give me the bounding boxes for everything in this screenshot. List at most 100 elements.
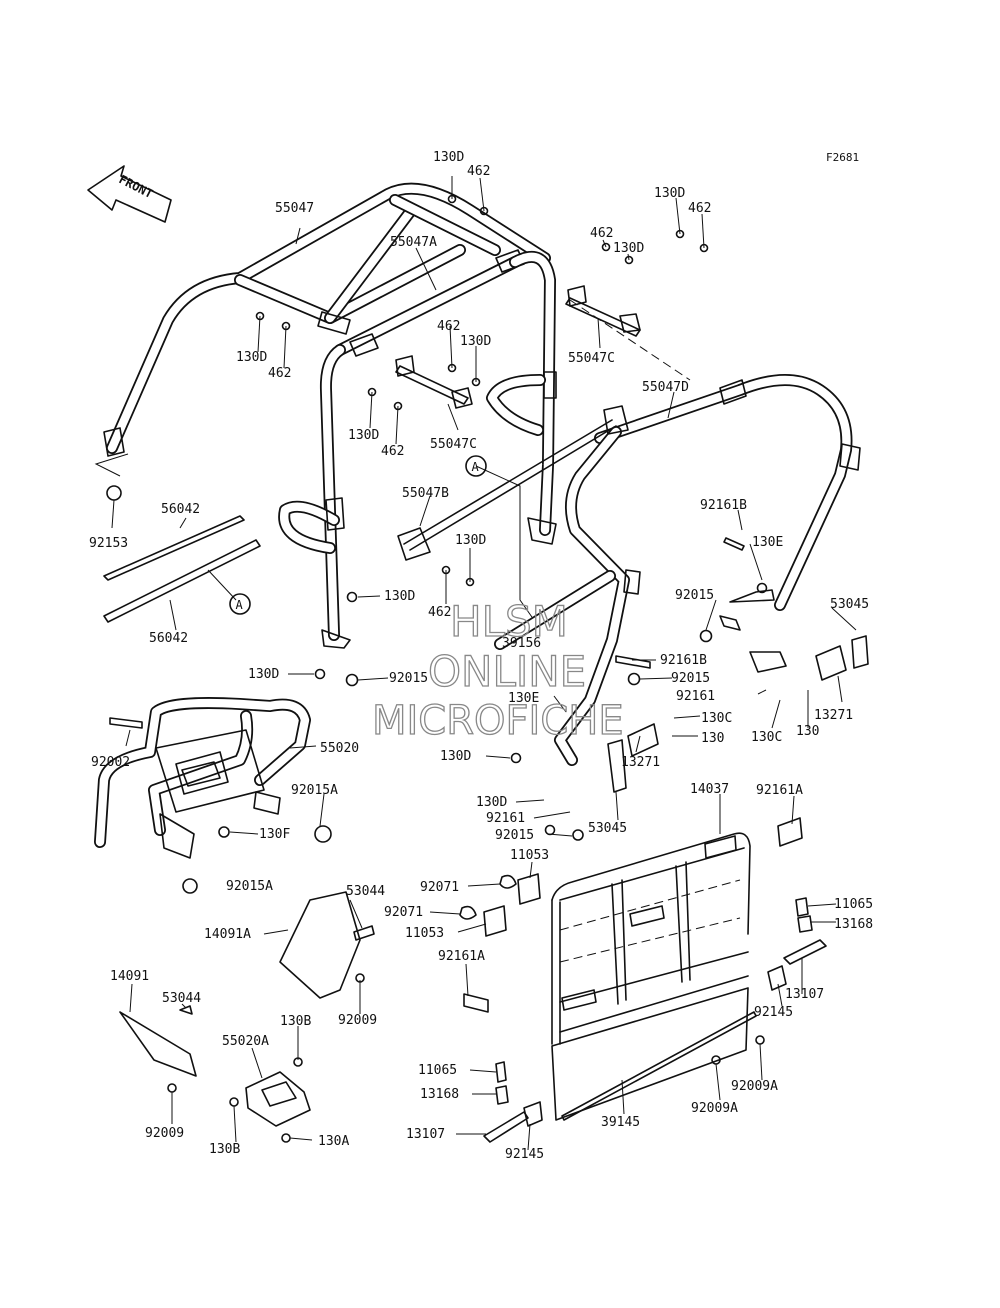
front-direction-arrow: FRONT xyxy=(87,165,172,223)
part-label: 92015 xyxy=(675,588,714,603)
watermark-line1: HLSM xyxy=(450,597,568,646)
part-label: 92009A xyxy=(691,1101,738,1116)
part-label: 14037 xyxy=(690,782,729,797)
callout-a-upper: A xyxy=(465,455,487,477)
part-label: 39156 xyxy=(502,636,541,651)
part-label: 92015A xyxy=(226,879,273,894)
callout-a-lower: A xyxy=(229,593,251,615)
part-label: 130D xyxy=(460,334,491,349)
part-label: 53044 xyxy=(162,991,201,1006)
watermark-line3: MICROFICHE xyxy=(372,698,624,744)
part-label: 92071 xyxy=(384,905,423,920)
part-label: 13271 xyxy=(621,755,660,770)
part-label: 130D xyxy=(348,428,379,443)
skid-plate-14091a xyxy=(279,891,361,999)
part-label: 130D xyxy=(384,589,415,604)
part-label: 11065 xyxy=(418,1063,457,1078)
part-label: 130D xyxy=(613,241,644,256)
part-label: 14091 xyxy=(110,969,149,984)
part-label: 11053 xyxy=(510,848,549,863)
part-label: 92161B xyxy=(660,653,707,668)
part-label: 92015 xyxy=(495,828,534,843)
part-label: 92161B xyxy=(700,498,747,513)
watermark: HLSM ONLINE MICROFICHE xyxy=(371,596,624,744)
part-label: 130E xyxy=(752,535,783,550)
part-label: 55047D xyxy=(642,380,689,395)
callout-a-lower-label: A xyxy=(236,598,244,612)
roll-cage-upper-frame xyxy=(103,182,551,457)
part-label: 13168 xyxy=(420,1087,459,1102)
part-label: 130 xyxy=(701,731,724,746)
part-label: 130B xyxy=(280,1014,311,1029)
part-label: 130D xyxy=(440,749,471,764)
roll-cage-right-post xyxy=(486,251,557,545)
watermark-line2: ONLINE xyxy=(428,647,586,696)
part-label: 92002 xyxy=(91,755,130,770)
front-bumper-55020 xyxy=(94,697,332,894)
roll-cage-left-post xyxy=(278,344,351,649)
part-label: 11065 xyxy=(834,897,873,912)
front-arrow-label: FRONT xyxy=(117,172,156,201)
part-label: 130D xyxy=(476,795,507,810)
part-label: 92071 xyxy=(420,880,459,895)
bracket-55020a xyxy=(245,1071,311,1127)
figure-code: F2681 xyxy=(826,151,859,164)
part-label: 11053 xyxy=(405,926,444,941)
part-label: 130C xyxy=(701,711,732,726)
rear-gate-14037 xyxy=(551,832,751,1121)
part-label: 462 xyxy=(437,319,460,334)
part-label: 130F xyxy=(259,827,290,842)
part-label: 56042 xyxy=(149,631,188,646)
part-label: 92015 xyxy=(389,671,428,686)
part-label: 462 xyxy=(467,164,490,179)
part-label: 14091A xyxy=(204,927,251,942)
part-label: 55047C xyxy=(568,351,615,366)
part-label: 462 xyxy=(381,444,404,459)
bracket-55047c-upper xyxy=(565,285,691,381)
part-label: 55020 xyxy=(320,741,359,756)
part-label: 53045 xyxy=(830,597,869,612)
seal-strip-39145 xyxy=(561,1011,757,1121)
bracket-55047c-lower xyxy=(395,355,473,409)
part-label: 92153 xyxy=(89,536,128,551)
part-label: 130B xyxy=(209,1142,240,1157)
part-label: 92161 xyxy=(486,811,525,826)
part-label: 462 xyxy=(428,605,451,620)
part-label: 462 xyxy=(688,201,711,216)
part-label: 55020A xyxy=(222,1034,269,1049)
part-label: 130 xyxy=(796,724,819,739)
part-label: 130A xyxy=(318,1134,349,1149)
part-label: 130D xyxy=(455,533,486,548)
part-label: 92015A xyxy=(291,783,338,798)
part-label: 130D xyxy=(654,186,685,201)
part-label: 13168 xyxy=(834,917,873,932)
part-label: 13271 xyxy=(814,708,853,723)
part-label: 92161 xyxy=(676,689,715,704)
part-label: 13107 xyxy=(406,1127,445,1142)
part-label: 53044 xyxy=(346,884,385,899)
part-label: 462 xyxy=(268,366,291,381)
part-label: 130E xyxy=(508,691,539,706)
part-label: 92161A xyxy=(756,783,803,798)
part-label: 92009A xyxy=(731,1079,778,1094)
part-label: 55047B xyxy=(402,486,449,501)
part-label: 55047C xyxy=(430,437,477,452)
part-label: 92145 xyxy=(505,1147,544,1162)
part-label: 92009 xyxy=(338,1013,377,1028)
skid-plate-14091 xyxy=(119,1011,197,1077)
part-label: 92015 xyxy=(671,671,710,686)
roll-cage-rear-hoop-55047d xyxy=(554,374,861,766)
part-label: 55047A xyxy=(390,235,437,250)
part-label: 55047 xyxy=(275,201,314,216)
part-label: 39145 xyxy=(601,1115,640,1130)
part-label: 462 xyxy=(590,226,613,241)
part-label: 130D xyxy=(248,667,279,682)
part-label: 53045 xyxy=(588,821,627,836)
part-label: 130D xyxy=(236,350,267,365)
crossbar-55047b xyxy=(397,405,629,650)
part-label: 92009 xyxy=(145,1126,184,1141)
part-label: 130C xyxy=(751,730,782,745)
callout-a-upper-label: A xyxy=(472,460,480,474)
part-label: 92145 xyxy=(754,1005,793,1020)
